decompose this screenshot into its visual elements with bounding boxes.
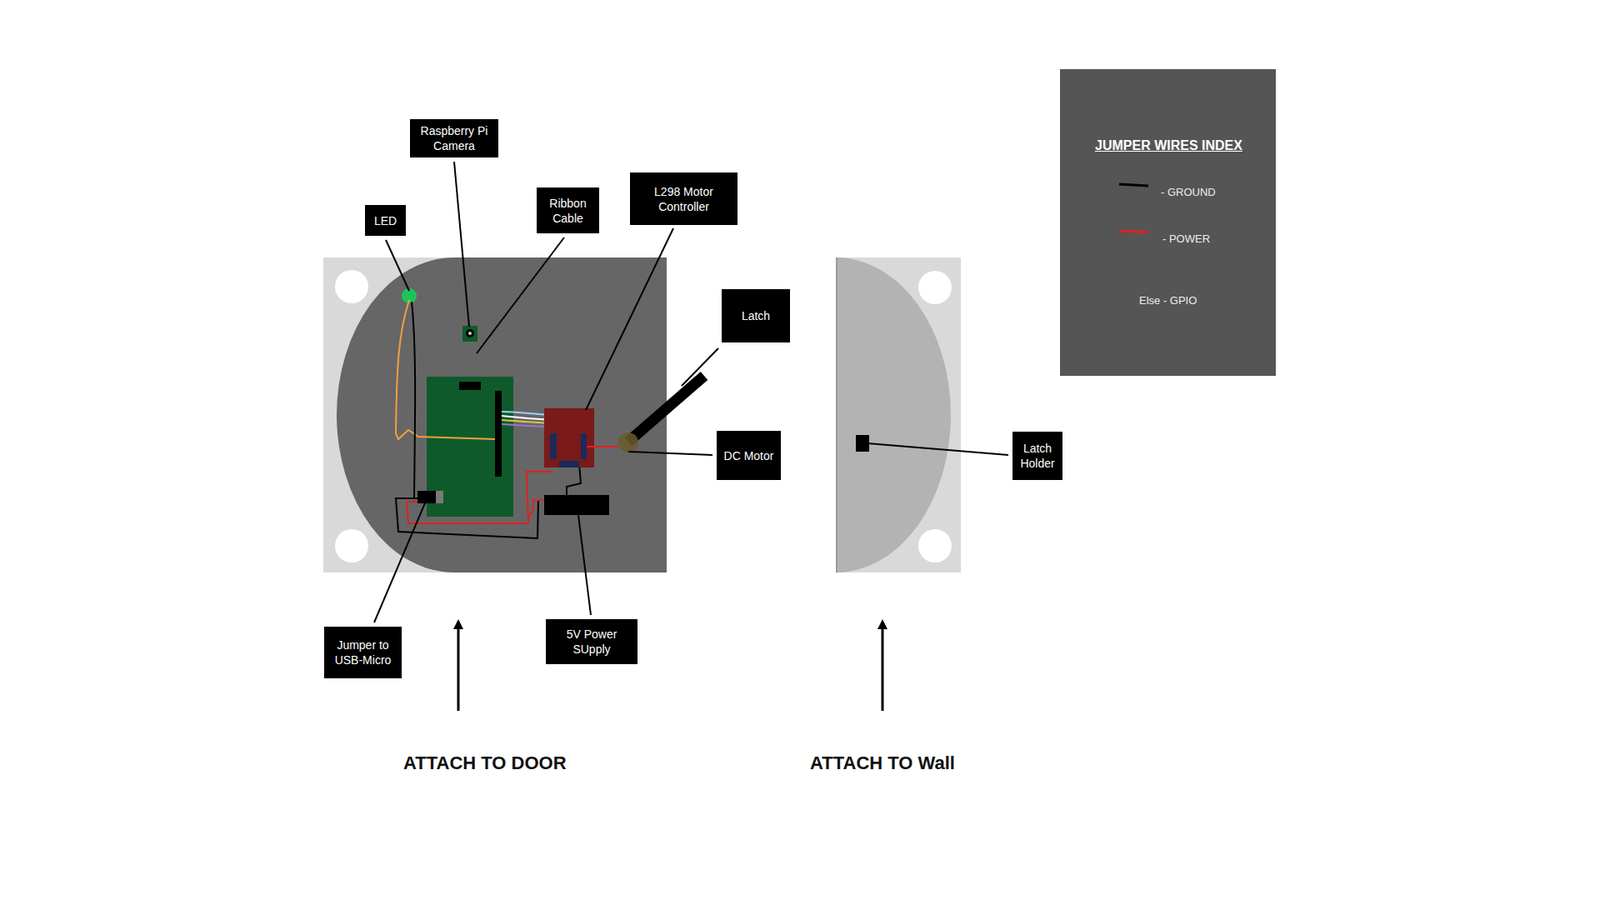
leader-line <box>867 443 1009 455</box>
label-box: Latch Holder <box>1012 431 1063 480</box>
terminal-block <box>550 433 557 460</box>
leader-line <box>578 515 591 615</box>
part-name: L298 Motor Controller <box>635 184 733 215</box>
power-supply-part <box>544 495 610 515</box>
part-name: Latch Holder <box>1017 440 1058 471</box>
label-box: Raspberry Pi Camera <box>410 119 499 158</box>
attach-arrow <box>457 626 460 711</box>
part-name: Ribbon Cable <box>541 195 595 226</box>
leader-line <box>681 348 719 386</box>
usb-jumper-plug <box>435 490 444 504</box>
mount-hole <box>335 529 369 563</box>
usb-jumper-part <box>417 490 436 504</box>
label-box: L298 Motor Controller <box>630 172 738 225</box>
door-plate <box>323 257 667 573</box>
leader-line <box>585 228 674 410</box>
part-name: DC Motor <box>724 448 775 464</box>
part-name: LED <box>374 213 397 229</box>
label-box: Latch <box>721 289 790 343</box>
label-box: LED <box>365 205 406 236</box>
leader-line <box>374 499 427 623</box>
label-box: Ribbon Cable <box>536 187 600 234</box>
raspberry-pi-board <box>426 376 514 517</box>
mount-hole <box>335 270 369 304</box>
attach-arrow <box>881 626 885 711</box>
terminal-block <box>559 460 580 468</box>
legend-title: JUMPER WIRES INDEX <box>1095 137 1243 154</box>
leader-line <box>454 161 470 327</box>
mount-caption: ATTACH TO DOOR <box>403 752 567 775</box>
mount-caption: ATTACH TO Wall <box>810 752 955 775</box>
legend-line-sample <box>1119 230 1149 233</box>
arrow-head <box>877 619 888 630</box>
latch-holder-part <box>855 435 870 452</box>
ground-wire <box>566 464 581 495</box>
camera-module <box>462 325 478 342</box>
power-wire <box>528 500 545 517</box>
dc-motor-part <box>618 432 639 453</box>
legend-text: - POWER <box>1162 232 1210 246</box>
legend-line-sample <box>1119 184 1149 186</box>
power-wire <box>586 445 619 448</box>
gpio-wire <box>395 300 495 440</box>
camera-lens <box>465 329 475 338</box>
mount-hole <box>918 270 952 305</box>
leader-line <box>628 451 713 455</box>
camera-lens <box>468 331 472 335</box>
legend-text: Else - GPIO <box>1139 294 1197 308</box>
leader-lines <box>374 161 1009 623</box>
leader-line <box>385 240 410 291</box>
label-box: 5V Power SUpply <box>545 619 638 665</box>
label-box: Jumper to USB-Micro <box>324 626 402 679</box>
power-wire <box>406 471 552 524</box>
legend-panel <box>1060 69 1276 376</box>
legend-text: - GROUND <box>1160 185 1216 200</box>
leader-line <box>476 237 565 354</box>
wall-plate <box>835 257 961 573</box>
ground-wire <box>411 301 421 499</box>
door-housing <box>336 257 667 573</box>
part-name: Latch <box>741 308 770 324</box>
arrow-head <box>453 619 464 630</box>
plate-edge <box>835 257 838 573</box>
gpio-header <box>495 390 502 477</box>
camera-connector <box>459 381 481 390</box>
wall-housing <box>835 257 951 573</box>
part-name: Jumper to USB-Micro <box>329 637 397 668</box>
mount-hole <box>918 529 952 563</box>
l298-board <box>544 408 595 468</box>
part-name: Raspberry Pi Camera <box>415 123 494 154</box>
part-name: 5V Power SUpply <box>550 626 633 657</box>
label-box: DC Motor <box>716 430 781 480</box>
latch-bar <box>628 375 705 442</box>
terminal-block <box>580 433 587 460</box>
